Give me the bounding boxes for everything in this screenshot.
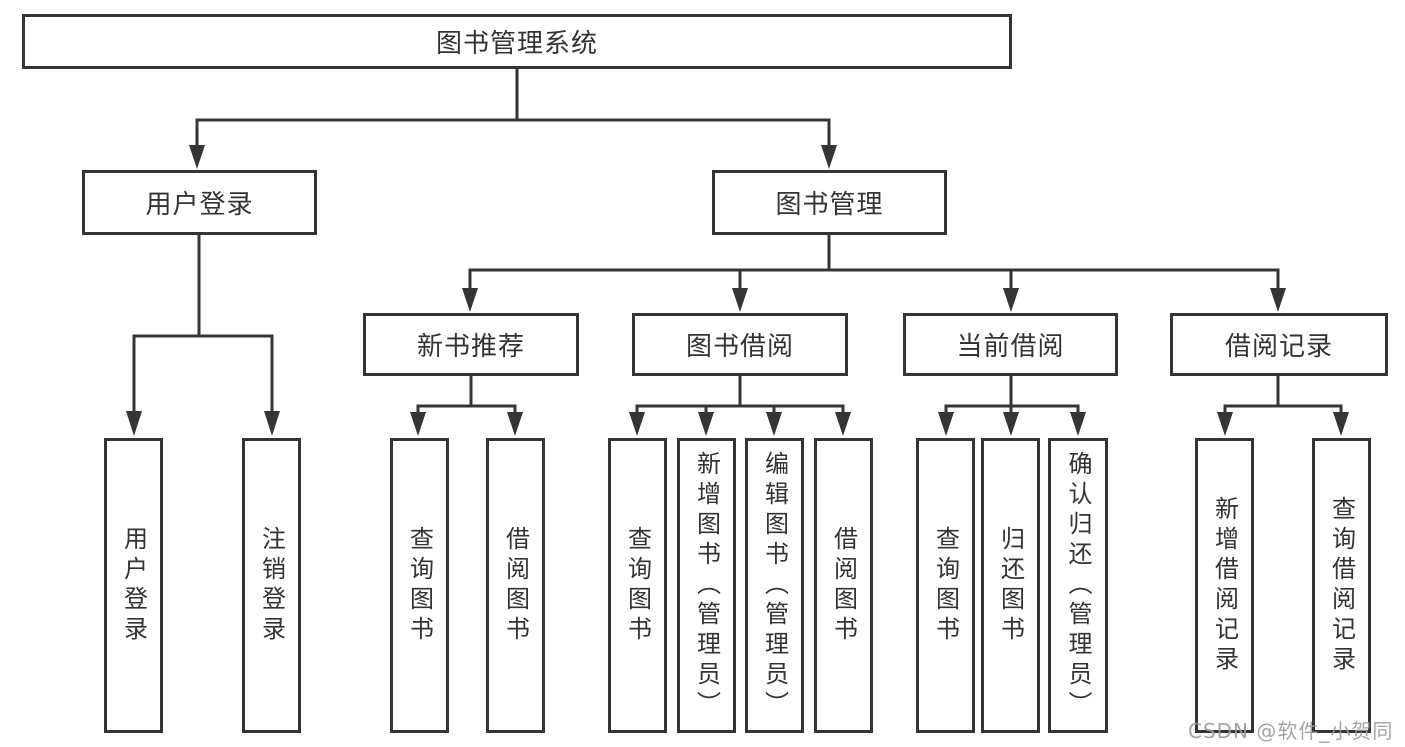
arrowhead (766, 412, 782, 436)
connector-current-borrow-branch (938, 374, 1086, 436)
connector-new-book-branch (410, 374, 523, 436)
arrowhead (462, 288, 478, 312)
leaf-logout: 注销登录 (242, 438, 301, 733)
leaf-borrow-books-recommend: 借阅图书 (486, 438, 545, 733)
leaf-borrow-books: 借阅图书 (814, 438, 873, 733)
leaf-query-books-recommend: 查询图书 (390, 438, 449, 733)
csdn-watermark: CSDN @软件_小贺同学 (1188, 719, 1394, 743)
node-book-borrowing: 图书借阅 (632, 313, 848, 376)
leaf-return-books: 归还图书 (981, 438, 1040, 733)
arrowhead (1003, 412, 1019, 436)
node-library-management-system: 图书管理系统 (22, 14, 1012, 69)
arrowhead (821, 145, 837, 169)
arrowhead (1333, 412, 1349, 436)
connector-borrow-record-branch (1217, 374, 1349, 436)
node-borrowing-records: 借阅记录 (1170, 313, 1388, 376)
arrowhead (264, 411, 280, 436)
arrowhead (507, 412, 523, 436)
leaf-confirm-return-admin: 确认归还（管理员） (1048, 438, 1108, 733)
node-current-borrowing: 当前借阅 (903, 313, 1118, 376)
arrowhead (629, 412, 645, 436)
connector-book-borrow-branch (629, 374, 851, 436)
arrowhead (1217, 412, 1233, 436)
arrowhead (126, 411, 142, 436)
arrowhead (698, 412, 714, 436)
arrowhead (1270, 288, 1286, 312)
arrowhead (189, 145, 205, 169)
leaf-add-books-admin: 新增图书（管理员） (677, 438, 736, 733)
node-new-book-recommend: 新书推荐 (363, 313, 579, 376)
arrowhead (410, 412, 426, 436)
leaf-edit-books-admin: 编辑图书（管理员） (745, 438, 804, 733)
arrowhead (938, 412, 954, 436)
node-book-management: 图书管理 (712, 170, 947, 235)
arrowhead (1070, 412, 1086, 436)
connector-user-login-branch (126, 233, 280, 436)
leaf-query-borrow-record: 查询借阅记录 (1312, 438, 1371, 733)
connector-book-management-branch (462, 233, 1286, 312)
arrowhead (835, 412, 851, 436)
connector-root-to-level2 (189, 67, 837, 169)
arrowhead (732, 288, 748, 312)
node-user-login: 用户登录 (82, 170, 317, 235)
leaf-query-books-borrow: 查询图书 (608, 438, 667, 733)
leaf-query-books-current: 查询图书 (916, 438, 975, 733)
leaf-user-login: 用户登录 (104, 438, 163, 733)
arrowhead (1003, 288, 1019, 312)
leaf-add-borrow-record: 新增借阅记录 (1195, 438, 1254, 733)
